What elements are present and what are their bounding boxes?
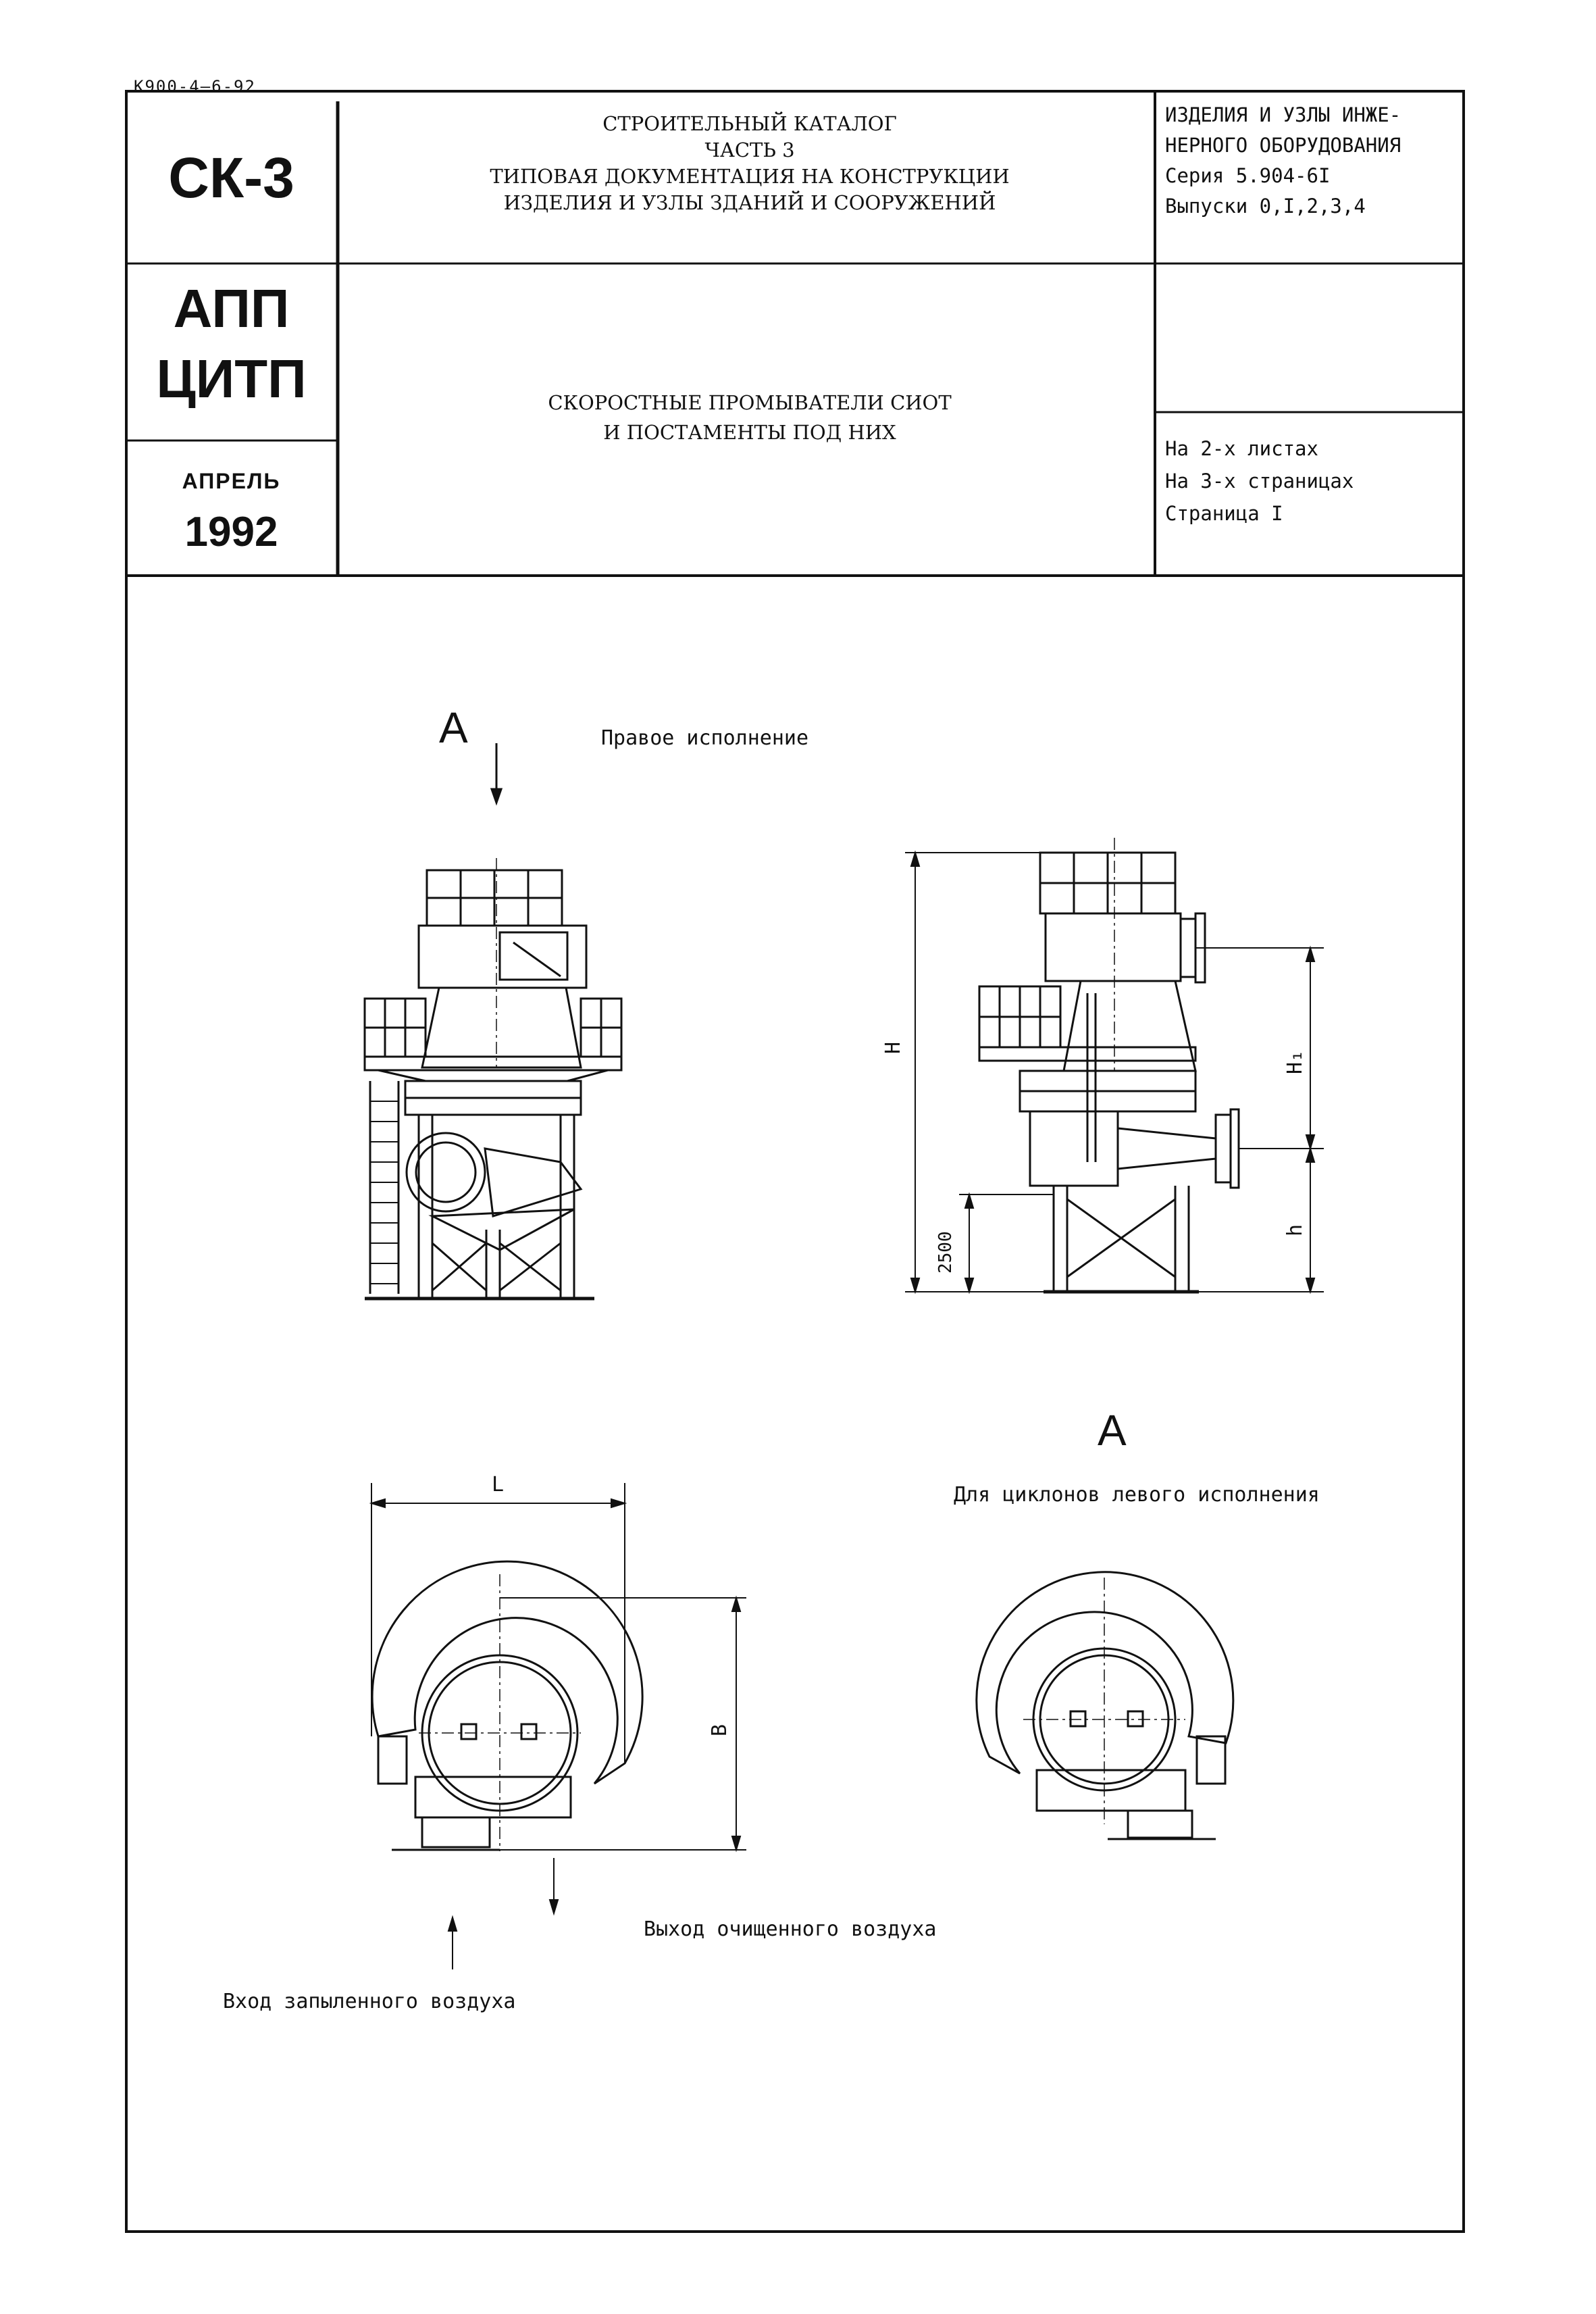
- catalog-line-3: Типовая документация на конструкции: [490, 165, 1010, 188]
- dim-H-label: H: [881, 1041, 905, 1054]
- dim-L-label: L: [492, 1473, 505, 1496]
- dim-B-label: B: [708, 1724, 731, 1736]
- dim-H1-label: H₁: [1283, 1049, 1307, 1074]
- series-line-3: Серия 5.904-6I: [1165, 164, 1331, 187]
- sheets-line-1: На 2-х листах: [1165, 437, 1318, 460]
- document-code: К900-4—6-92: [134, 77, 256, 96]
- dim-2500-label: 2500: [935, 1231, 956, 1274]
- plan-view-left: [975, 1571, 1235, 1840]
- organization-line-1: АПП: [173, 278, 290, 338]
- issue-year: 1992: [184, 509, 278, 555]
- outer-frame: [125, 90, 1465, 2233]
- plan-view-right: [371, 1560, 644, 1851]
- catalog-code: СК-3: [168, 146, 294, 209]
- series-line-1: ИЗДЕЛИЯ И УЗЛЫ ИНЖЕ-: [1165, 103, 1401, 126]
- document-title: Скоростные промыватели СИОТ и постаменты…: [344, 388, 1155, 447]
- right-execution-label: Правое исполнение: [601, 726, 809, 750]
- plan-dimensions: [369, 1483, 746, 1969]
- organization: АПП ЦИТП: [128, 274, 334, 414]
- organization-line-2: ЦИТП: [156, 349, 307, 409]
- catalog-line-1: Строительный каталог: [602, 112, 897, 135]
- catalog-block: Строительный каталог Часть 3 Типовая док…: [344, 111, 1155, 216]
- sheets-line-3: Страница I: [1165, 502, 1283, 525]
- title-line-2: и постаменты под них: [603, 421, 896, 444]
- inlet-label: Вход запыленного воздуха: [223, 1990, 516, 2013]
- catalog-line-4: изделия и узлы зданий и сооружений: [503, 191, 996, 214]
- series-line-4: Выпуски 0,I,2,3,4: [1165, 195, 1366, 218]
- outlet-label: Выход очищенного воздуха: [644, 1917, 937, 1941]
- front-view: [363, 743, 623, 1301]
- view-mark-bottom: А: [1098, 1406, 1127, 1455]
- view-mark-top: А: [439, 703, 468, 752]
- series-line-2: НЕРНОГО ОБОРУДОВАНИЯ: [1165, 134, 1401, 157]
- side-view: [978, 838, 1240, 1294]
- dim-h-label: h: [1283, 1224, 1307, 1236]
- sheets-block: На 2-х листах На 3-х страницах Страница …: [1165, 432, 1462, 530]
- left-cyclones-label: Для циклонов левого исполнения: [954, 1483, 1320, 1507]
- series-block: ИЗДЕЛИЯ И УЗЛЫ ИНЖЕ- НЕРНОГО ОБОРУДОВАНИ…: [1165, 100, 1462, 222]
- dimension-lines: [905, 850, 1324, 1294]
- sheets-line-2: На 3-х страницах: [1165, 470, 1354, 493]
- catalog-line-2: Часть 3: [704, 139, 795, 161]
- title-line-1: Скоростные промыватели СИОТ: [548, 391, 952, 414]
- issue-month: АПРЕЛЬ: [182, 469, 281, 493]
